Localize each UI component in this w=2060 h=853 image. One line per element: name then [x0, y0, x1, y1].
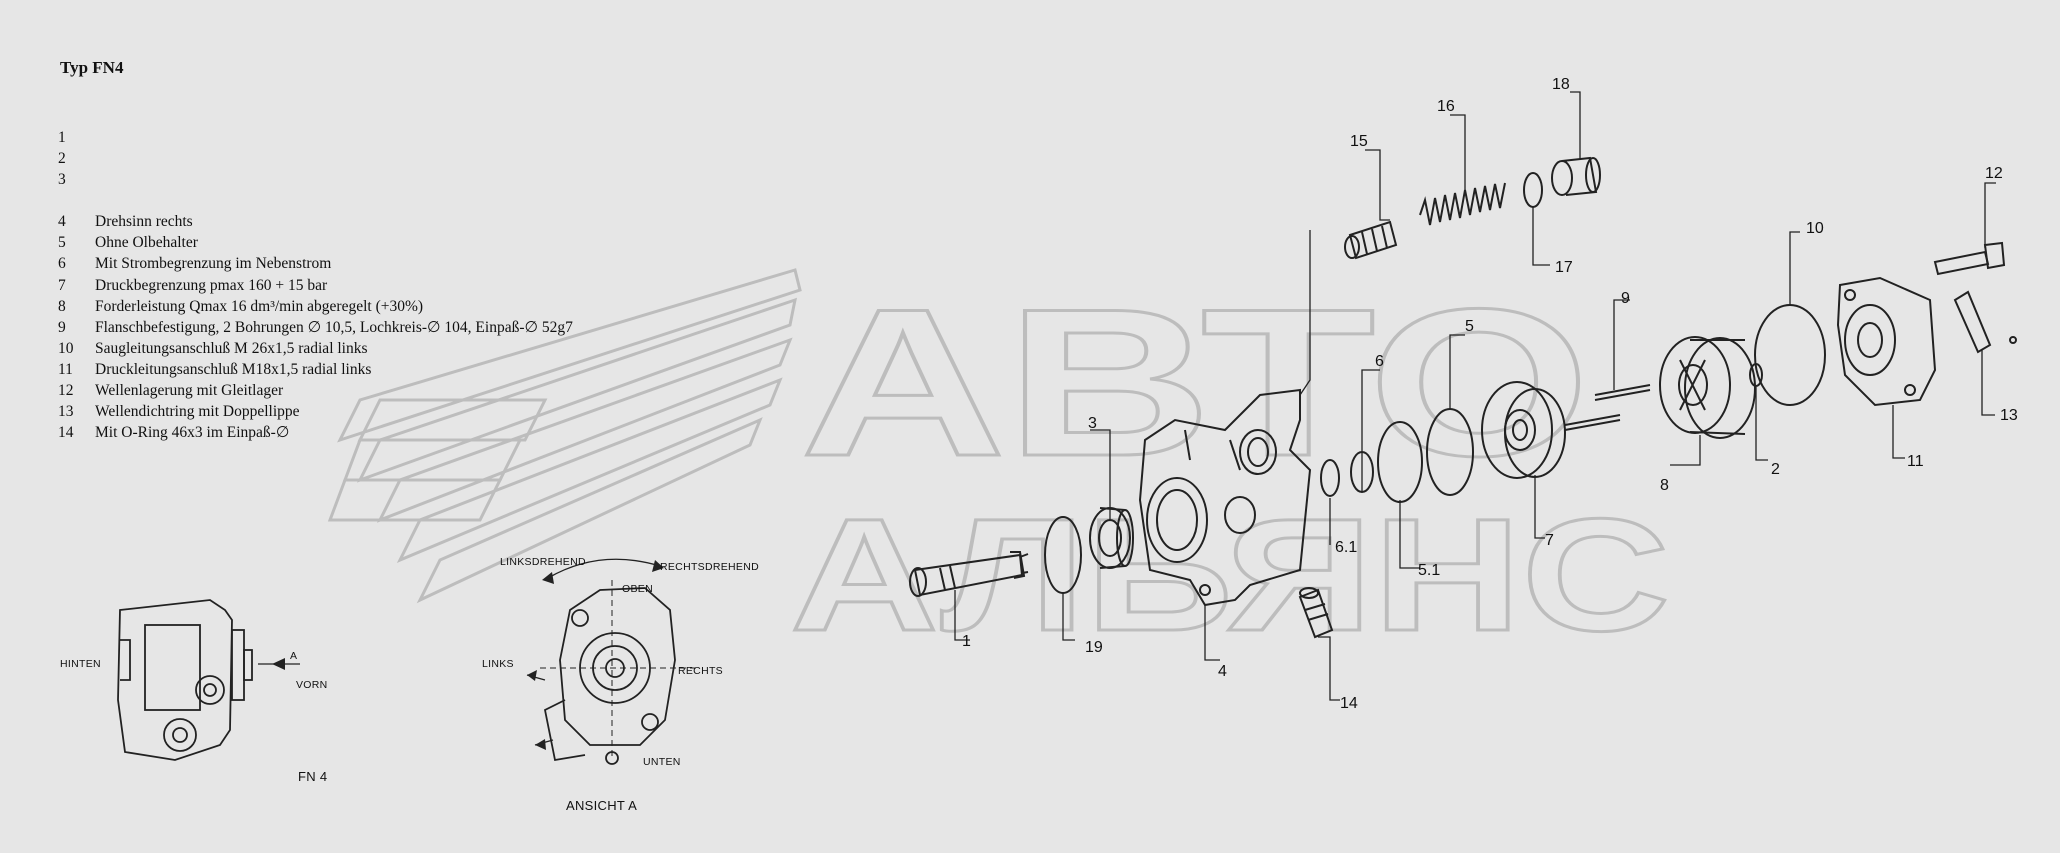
callout-2: 2: [1771, 461, 1780, 478]
spec-item: 3: [58, 171, 66, 189]
part-bolt-12: [1933, 241, 2006, 276]
spec-item: 2: [58, 150, 66, 168]
callout-16: 16: [1437, 98, 1455, 115]
callout-4: 4: [1218, 663, 1227, 680]
part-valve-15: [1344, 220, 1398, 260]
callout-17: 17: [1555, 259, 1573, 276]
view-a-label-links: LINKS: [482, 658, 514, 670]
callout-10: 10: [1806, 220, 1824, 237]
watermark-line1: АВТО: [800, 265, 1590, 500]
callout-18: 18: [1552, 76, 1570, 93]
part-pins-9: [1564, 384, 1651, 431]
side-view-label-hinten: HINTEN: [60, 658, 101, 670]
part-oring-10: [1754, 304, 1826, 406]
part-housing: [1138, 388, 1312, 607]
part-ring-6: [1320, 459, 1340, 497]
part-rotor-8: [1659, 336, 1756, 439]
view-a-label-linksdrehend: LINKSDREHEND: [500, 556, 586, 568]
part-cover-11: [1836, 276, 1937, 407]
callout-9: 9: [1621, 290, 1630, 307]
callout-12: 12: [1985, 165, 2003, 182]
view-a-label-rechts: RECHTS: [678, 665, 723, 677]
side-view-label-a: A: [290, 650, 297, 662]
part-shaft: [909, 551, 1029, 597]
side-view-label-vorn: VORN: [296, 679, 328, 691]
callout-7: 7: [1545, 532, 1554, 549]
part-ring-17: [1523, 172, 1543, 208]
part-plug-18: [1551, 156, 1601, 196]
callout-51: 5.1: [1418, 562, 1440, 579]
side-view: HINTEN A VORN FN 4: [60, 599, 328, 784]
callout-15: 15: [1350, 133, 1368, 150]
callout-3: 3: [1088, 415, 1097, 432]
view-a-label-unten: UNTEN: [643, 756, 681, 768]
callout-14: 14: [1340, 695, 1358, 712]
view-a-label-oben: OBEN: [622, 583, 653, 595]
callout-61: 6.1: [1335, 539, 1357, 556]
part-fitting-14: [1298, 587, 1334, 639]
spec-item: 1: [58, 129, 66, 146]
view-a-label-rechtsdrehend: RECHTSDREHEND: [660, 561, 759, 573]
view-a-caption: ANSICHT A: [566, 798, 637, 813]
callout-13: 13: [2000, 407, 2018, 424]
watermark-logo: АВТО АЛЬЯНС: [327, 264, 1672, 666]
callout-1: 1: [962, 633, 971, 650]
page-title: Typ FN4: [60, 58, 124, 77]
watermark-line2: АЛЬЯНС: [790, 485, 1670, 664]
callout-8: 8: [1660, 477, 1669, 494]
callout-6: 6: [1375, 353, 1384, 370]
part-spring-16: [1419, 182, 1506, 226]
part-plate-13: [1953, 290, 2017, 354]
callout-11: 11: [1907, 453, 1924, 470]
side-view-caption: FN 4: [298, 769, 327, 784]
leader-lines: [954, 91, 1996, 701]
callout-19: 19: [1085, 639, 1103, 656]
view-a: LINKSDREHEND RECHTSDREHEND OBEN LINKS RE…: [482, 556, 759, 813]
callout-5: 5: [1465, 318, 1474, 335]
